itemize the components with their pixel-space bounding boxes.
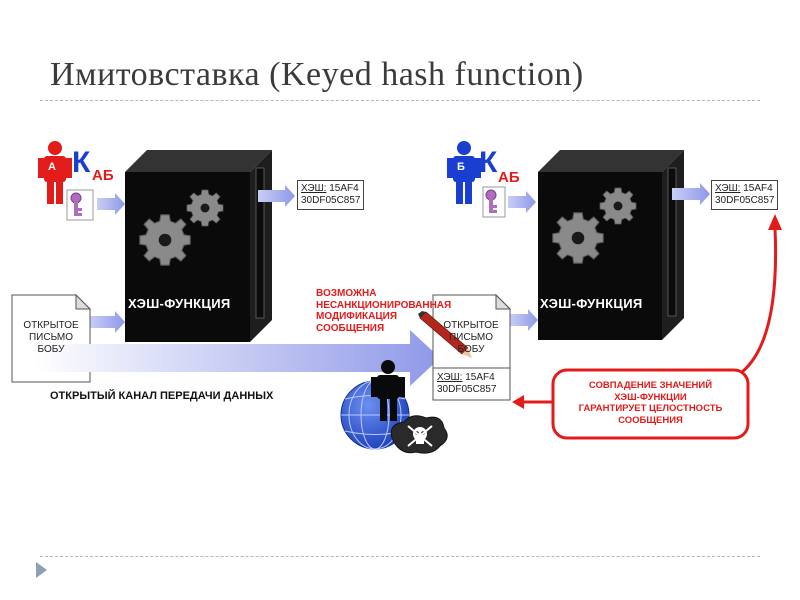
hash-label: ХЭШ:: [301, 183, 327, 194]
warning-line: МОДИФИКАЦИЯ: [316, 311, 398, 322]
hash-value: 15AF4: [743, 183, 773, 194]
warning-line: СООБЩЕНИЯ: [316, 322, 385, 334]
receiver-document-icon: [432, 293, 512, 401]
channel-arrow: [34, 330, 440, 386]
sender-person-icon: [38, 141, 72, 204]
sender-key-subscript: АБ: [92, 167, 114, 184]
sender-key-letter: К: [72, 146, 91, 179]
receiver-key-icon: [482, 186, 506, 218]
match-line: СООБЩЕНИЯ: [618, 414, 683, 426]
doc-line: БОБУ: [457, 344, 485, 355]
pencil-icon: [418, 311, 472, 358]
sender-key-icon: [66, 189, 94, 221]
doc-input-arrow: [90, 311, 125, 333]
bullet-icon: [36, 562, 47, 578]
hash-value: 30DF05C857: [301, 195, 361, 206]
gear-icon: [599, 187, 637, 225]
doc-line: ПИСЬМО: [448, 332, 494, 343]
receiver-machine-label: ХЭШ-ФУНКЦИЯ: [540, 296, 643, 311]
hash-output-arrow: [672, 183, 710, 205]
warning-line: ВОЗМОЖНА: [316, 288, 377, 299]
footer-divider: [40, 556, 760, 557]
match-arrow-up: [741, 227, 778, 374]
hash-value: 30DF05C857: [715, 195, 775, 206]
doc-line: ОТКРЫТОЕ: [443, 320, 499, 331]
doc-line: ОТКРЫТОЕ: [23, 320, 79, 331]
match-callout-text: СОВПАДЕНИЕ ЗНАЧЕНИЙ ХЭШ-ФУНКЦИИ ГАРАНТИР…: [556, 380, 745, 426]
page-title: Имитовставка (Keyed hash function): [50, 56, 584, 93]
hacker-icon: [371, 360, 405, 421]
hash-label: ХЭШ:: [715, 183, 741, 194]
key-input-arrow: [97, 193, 125, 215]
gear-icon: [186, 189, 224, 227]
receiver-person-letter: Б: [457, 161, 465, 173]
doc-line: БОБУ: [37, 344, 65, 355]
gear-icon: [139, 214, 191, 266]
receiver-hash-box: ХЭШ: 15AF4 30DF05C857: [711, 180, 779, 210]
doc-line: ПИСЬМО: [28, 332, 74, 343]
match-callout-box: [551, 368, 750, 440]
warning-line: НЕСАНКЦИОНИРОВАННАЯ: [316, 299, 452, 311]
key-input-arrow: [508, 191, 536, 213]
title-divider: [40, 100, 760, 101]
hash-value: 15AF4: [329, 183, 359, 194]
hash-value: 15AF4: [465, 372, 495, 383]
receiver-hash-machine: [538, 150, 684, 340]
receiver-document-hash: ХЭШ: 15AF4 30DF05C857: [437, 372, 496, 396]
hash-output-arrow: [258, 185, 295, 207]
sender-hash-box: ХЭШ: 15AF4 30DF05C857: [297, 180, 365, 210]
channel-label: ОТКРЫТЫЙ КАНАЛ ПЕРЕДАЧИ ДАННЫХ: [50, 390, 274, 402]
match-line: ГАРАНТИРУЕТ ЦЕЛОСТНОСТЬ: [578, 403, 723, 414]
sender-document-text: ОТКРЫТОЕ ПИСЬМО БОБУ: [14, 320, 88, 356]
warning-text: ВОЗМОЖНА НЕСАНКЦИОНИРОВАННАЯ МОДИФИКАЦИЯ…: [316, 288, 451, 334]
match-line: ХЭШ-ФУНКЦИИ: [614, 391, 687, 403]
sender-hash-machine: [125, 150, 272, 342]
receiver-document-text: ОТКРЫТОЕ ПИСЬМО БОБУ: [434, 320, 508, 356]
sender-person-letter: А: [48, 161, 56, 173]
gear-icon: [552, 212, 604, 264]
skull-icon: [390, 415, 448, 454]
doc-input-arrow: [510, 309, 538, 331]
hash-label: ХЭШ:: [437, 372, 463, 383]
receiver-person-icon: [447, 141, 481, 204]
sender-machine-label: ХЭШ-ФУНКЦИЯ: [128, 296, 231, 311]
receiver-key-subscript: АБ: [498, 169, 520, 186]
hash-value: 30DF05C857: [437, 384, 497, 395]
receiver-key-letter: К: [479, 146, 498, 179]
match-line: СОВПАДЕНИЕ ЗНАЧЕНИЙ: [588, 380, 713, 391]
